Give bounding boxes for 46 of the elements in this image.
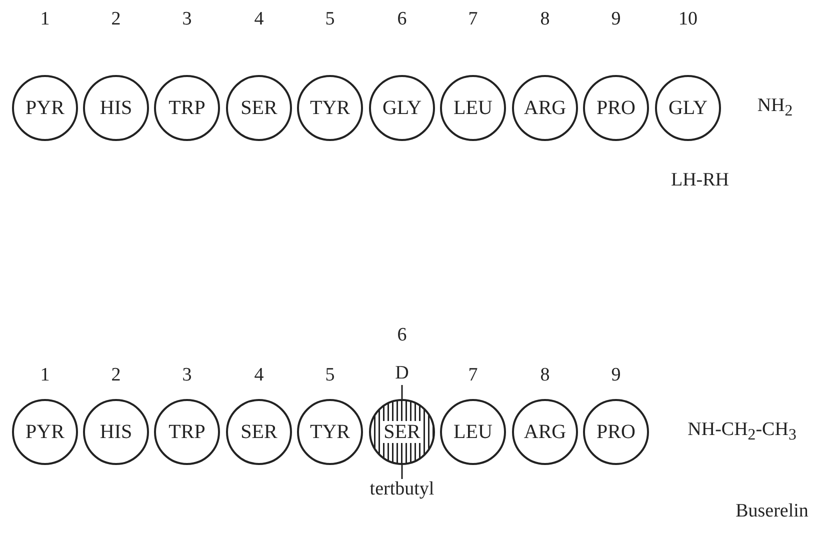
residue-circle: TYR xyxy=(297,75,363,141)
residue-circle: PRO xyxy=(583,399,649,465)
position-number: 10 xyxy=(678,10,698,30)
position-number: 9 xyxy=(611,366,621,386)
residue-circle: ARG xyxy=(512,399,578,465)
position-number: 2 xyxy=(111,366,121,386)
residue-circle: SER xyxy=(226,75,292,141)
position-number: 1 xyxy=(40,366,50,386)
position-number: 4 xyxy=(254,366,264,386)
residue-circle: TRP xyxy=(154,75,220,141)
position-number: 7 xyxy=(468,366,478,386)
position-number: 3 xyxy=(182,10,192,30)
position-number: 2 xyxy=(111,10,121,30)
position-number: 4 xyxy=(254,10,264,30)
hatched-residue-circle: SER xyxy=(369,399,435,465)
position-number: 6 xyxy=(397,326,407,346)
position-number: 1 xyxy=(40,10,50,30)
leader-line xyxy=(401,385,403,399)
position-number: 5 xyxy=(325,10,335,30)
residue-circle: HIS xyxy=(83,75,149,141)
residue-circle: GLY xyxy=(655,75,721,141)
position-number: 6 xyxy=(397,10,407,30)
residue-circle: GLY xyxy=(369,75,435,141)
leader-line xyxy=(401,465,403,479)
residue-circle: PYR xyxy=(12,75,78,141)
position-number: 5 xyxy=(325,366,335,386)
position-number: 3 xyxy=(182,366,192,386)
residue-circle: PYR xyxy=(12,399,78,465)
residue-circle: SER xyxy=(226,399,292,465)
residue-circle: ARG xyxy=(512,75,578,141)
residue-circle: TYR xyxy=(297,399,363,465)
residue-circle: LEU xyxy=(440,399,506,465)
sequence-label: NH-CH$_{2}$-CH$_{3}$ xyxy=(688,420,796,444)
residue-circle: LEU xyxy=(440,75,506,141)
residue-circle: HIS xyxy=(83,399,149,465)
sequence-label: NH$_{2}$ xyxy=(757,96,793,120)
residue-annotation: D xyxy=(395,364,409,384)
residue-circle: PRO xyxy=(583,75,649,141)
position-number: 9 xyxy=(611,10,621,30)
sequence-label: Buserelin xyxy=(736,502,808,522)
position-number: 8 xyxy=(540,366,550,386)
position-number: 7 xyxy=(468,10,478,30)
residue-circle: TRP xyxy=(154,399,220,465)
position-number: 8 xyxy=(540,10,550,30)
sequence-label: LH-RH xyxy=(670,170,730,192)
residue-annotation: tertbutyl xyxy=(370,480,434,500)
